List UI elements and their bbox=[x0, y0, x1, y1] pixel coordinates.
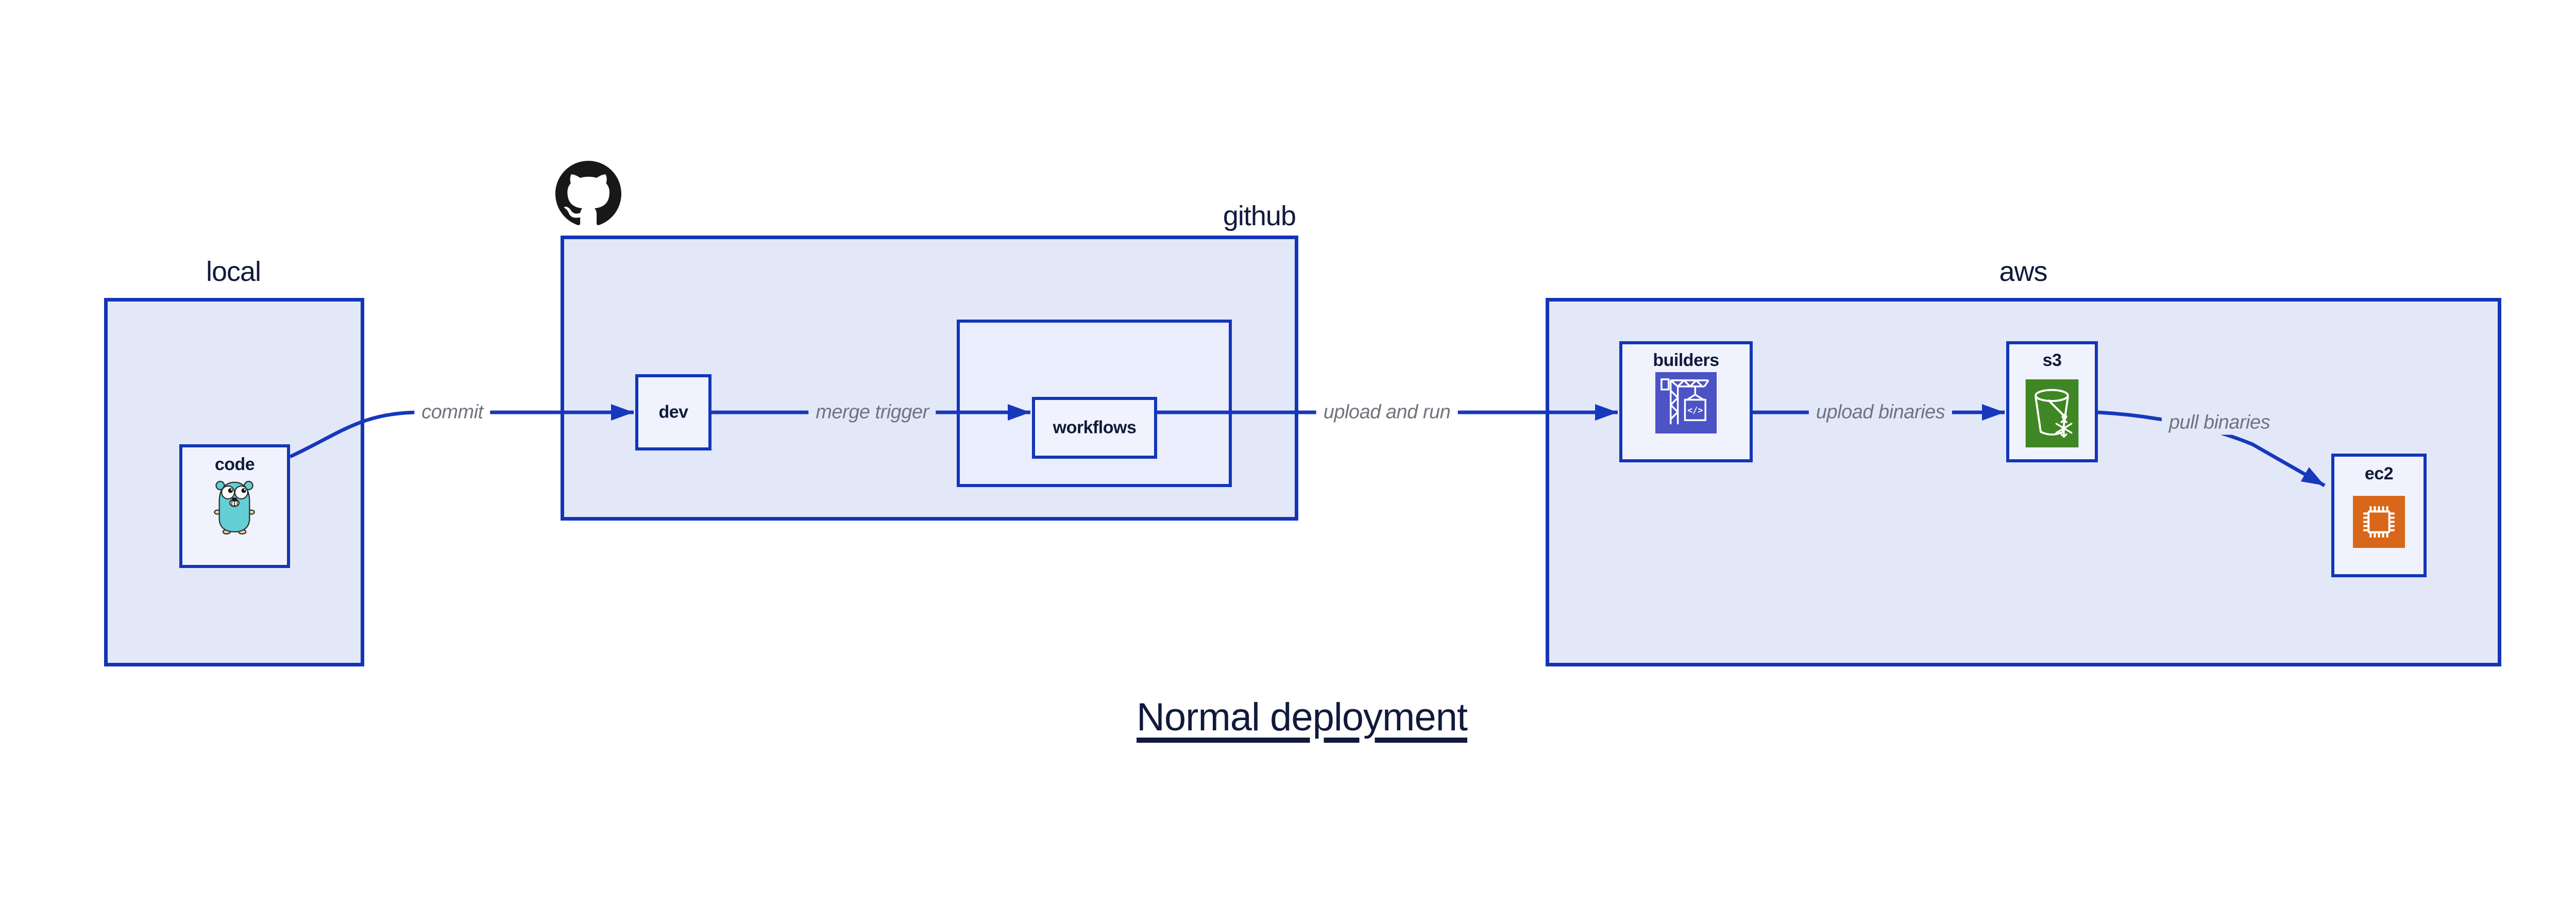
container-github-label: github bbox=[1223, 201, 1296, 231]
container-aws-label: aws bbox=[1999, 256, 2047, 287]
edge-upload-binaries-label: upload binaries bbox=[1808, 400, 1953, 425]
node-builders-label: builders bbox=[1653, 350, 1719, 370]
node-workflows: workflows bbox=[1032, 397, 1157, 459]
github-octocat-icon bbox=[555, 161, 621, 227]
container-local-label: local bbox=[206, 256, 261, 287]
diagram-title: Normal deployment bbox=[1137, 695, 1468, 739]
node-dev: dev bbox=[635, 374, 711, 450]
node-ec2-label: ec2 bbox=[2364, 464, 2394, 483]
node-dev-label: dev bbox=[658, 402, 688, 422]
edge-pull-binaries-label: pull binaries bbox=[2161, 410, 2278, 435]
s3-glacier-bucket-icon bbox=[2025, 379, 2079, 447]
edge-merge-trigger-label: merge trigger bbox=[808, 400, 936, 425]
edge-upload-and-run-label: upload and run bbox=[1316, 400, 1458, 425]
node-code-label: code bbox=[214, 455, 255, 474]
ec2-chip-icon bbox=[2353, 496, 2405, 548]
codebuild-crane-icon: </> bbox=[1655, 372, 1717, 433]
edge-commit-label: commit bbox=[414, 400, 490, 425]
go-gopher-icon bbox=[214, 477, 255, 535]
node-builders: builders bbox=[1619, 341, 1753, 462]
node-workflows-label: workflows bbox=[1053, 417, 1137, 438]
builders-icon-glyph: </> bbox=[1687, 405, 1703, 415]
title-row: Normal deployment bbox=[0, 695, 2576, 740]
node-s3-label: s3 bbox=[2042, 350, 2062, 370]
